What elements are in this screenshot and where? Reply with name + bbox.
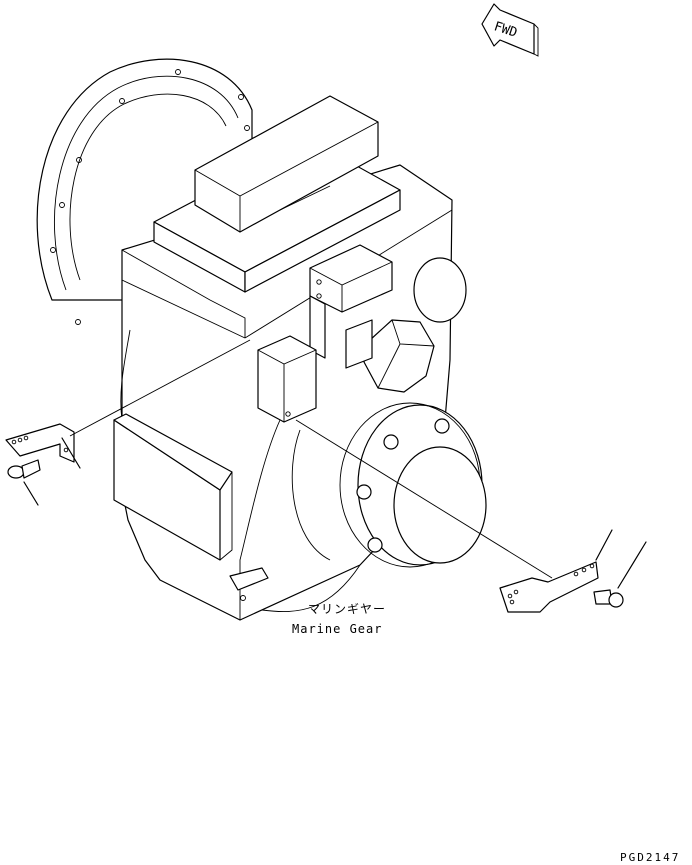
part-name-jp: マリンギヤー (308, 602, 386, 616)
right-bolt-icon (593, 541, 647, 608)
left-bracket (5, 423, 81, 469)
part-name-en: Marine Gear (292, 622, 382, 636)
fwd-label: FWD (492, 19, 519, 41)
right-bracket (499, 529, 613, 613)
left-bolt-icon (7, 459, 41, 506)
figure-code: PGD2147 (620, 851, 680, 864)
side-panel (113, 413, 233, 561)
mounting-leader-lines (69, 339, 553, 612)
fwd-arrow-icon: FWD (481, 3, 539, 57)
output-coupling (291, 402, 487, 568)
top-cover (153, 95, 401, 293)
drain-tab (229, 567, 269, 601)
valve-block (257, 244, 393, 423)
hex-plug (345, 257, 467, 393)
